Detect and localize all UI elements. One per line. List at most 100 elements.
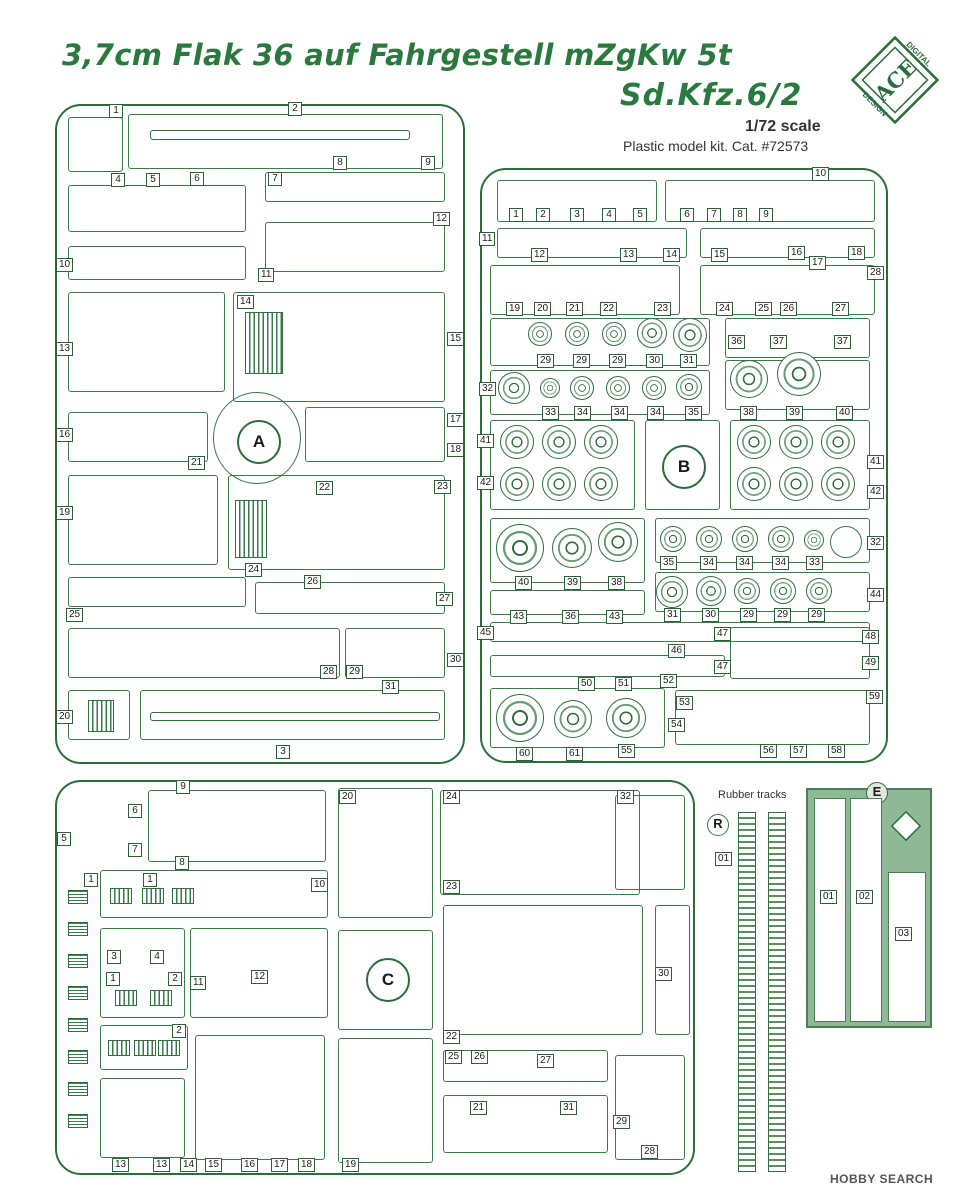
sprue-a-cell <box>228 475 445 570</box>
vent-grille-part <box>68 1050 88 1064</box>
sprue-a-cell <box>128 114 443 169</box>
part-number: 24 <box>716 302 734 316</box>
part-number: 49 <box>862 656 880 670</box>
sprue-a-cell <box>68 628 340 678</box>
sprue-c-cell <box>148 790 326 862</box>
road-wheel-part <box>806 578 832 604</box>
part-number: 35 <box>660 556 678 570</box>
part-number: 30 <box>646 354 664 368</box>
part-number: 40 <box>515 576 533 590</box>
part-number: 17 <box>447 413 465 427</box>
sprue-c-cell <box>100 1078 185 1158</box>
part-number: 22 <box>443 1030 461 1044</box>
sprue-c-cell <box>443 905 643 1035</box>
part-number: 30 <box>702 608 720 622</box>
part-number: 2 <box>168 972 182 986</box>
part-number: 6 <box>680 208 694 222</box>
sprue-a-cell <box>255 582 445 614</box>
road-wheel-part <box>770 578 796 604</box>
sprue-r-badge-ring <box>707 814 729 836</box>
sprue-b-cell <box>645 420 720 510</box>
part-number: 9 <box>421 156 435 170</box>
part-number: 7 <box>707 208 721 222</box>
radiator-grille-part <box>235 500 267 558</box>
ace-logo: ACE DIGITAL DESIGN <box>845 30 945 130</box>
part-number: 1 <box>509 208 523 222</box>
sprocket-part <box>606 698 646 738</box>
part-number: 50 <box>578 677 596 691</box>
road-wheel-part <box>570 376 594 400</box>
idler-wheel-part <box>777 352 821 396</box>
vent-grille-part <box>68 954 88 968</box>
vent-grille-part <box>68 1114 88 1128</box>
part-number: 28 <box>641 1145 659 1159</box>
part-number: 29 <box>573 354 591 368</box>
sprue-b-cell <box>490 420 635 510</box>
road-wheel-part <box>779 467 813 501</box>
sprue-a-cell <box>68 185 246 232</box>
part-number: 8 <box>175 856 189 870</box>
sprue-a-cell <box>68 292 225 392</box>
part-number: 7 <box>268 172 282 186</box>
road-wheel-part <box>696 576 726 606</box>
part-number: 18 <box>848 246 866 260</box>
part-number: 8 <box>733 208 747 222</box>
part-number: 29 <box>613 1115 631 1129</box>
part-number: 17 <box>809 256 827 270</box>
part-number: 34 <box>700 556 718 570</box>
part-number: 51 <box>615 677 633 691</box>
part-number: 39 <box>564 576 582 590</box>
part-number: 11 <box>479 232 496 246</box>
part-number: 57 <box>790 744 808 758</box>
part-number: 5 <box>146 173 160 187</box>
sprue-b-cell <box>497 228 687 258</box>
part-number: 23 <box>654 302 672 316</box>
part-number: 01 <box>820 890 838 904</box>
scale-label: 1/72 scale <box>745 118 821 135</box>
sprue-a-cell <box>68 117 123 172</box>
sprue-a-cell <box>345 628 445 678</box>
part-number: 1 <box>109 104 123 118</box>
part-number: 34 <box>611 406 629 420</box>
part-number: 37 <box>834 335 852 349</box>
part-number: 16 <box>56 428 74 442</box>
part-number: 2 <box>288 102 302 116</box>
part-number: 56 <box>760 744 778 758</box>
part-number: 29 <box>609 354 627 368</box>
road-wheel-part <box>565 322 589 346</box>
part-number: 16 <box>241 1158 259 1172</box>
sprue-b-cell <box>490 265 680 315</box>
sprue-a-cell <box>140 690 445 740</box>
part-number: 14 <box>237 295 255 309</box>
part-number: 38 <box>608 576 626 590</box>
sprue-c-cell <box>100 870 328 918</box>
part-number: 11 <box>190 976 207 990</box>
part-number: 19 <box>342 1158 360 1172</box>
part-number: 36 <box>728 335 746 349</box>
sprocket-part <box>830 526 862 558</box>
road-wheel-part <box>804 530 824 550</box>
vent-grille-part <box>68 1082 88 1096</box>
part-number: 4 <box>150 950 164 964</box>
part-number: 43 <box>510 610 528 624</box>
sprue-b-cell <box>675 690 870 745</box>
part-number: 18 <box>447 443 465 457</box>
sprue-a-cell <box>265 222 445 272</box>
part-number: 13 <box>153 1158 171 1172</box>
part-number: 47 <box>714 627 732 641</box>
sprue-c-cell <box>338 930 433 1030</box>
part-number: 19 <box>506 302 524 316</box>
part-number: 24 <box>443 790 461 804</box>
part-number: 29 <box>808 608 826 622</box>
vent-grille-part <box>115 990 137 1006</box>
decal-white-panel <box>888 872 926 1022</box>
part-number: 22 <box>600 302 618 316</box>
part-number: 20 <box>534 302 552 316</box>
road-wheel-part <box>542 425 576 459</box>
sprue-b-cell <box>730 627 870 679</box>
part-number: 61 <box>566 747 584 761</box>
part-number: 31 <box>382 680 400 694</box>
part-number: 29 <box>774 608 792 622</box>
part-number: 40 <box>836 406 854 420</box>
part-number: 31 <box>664 608 682 622</box>
